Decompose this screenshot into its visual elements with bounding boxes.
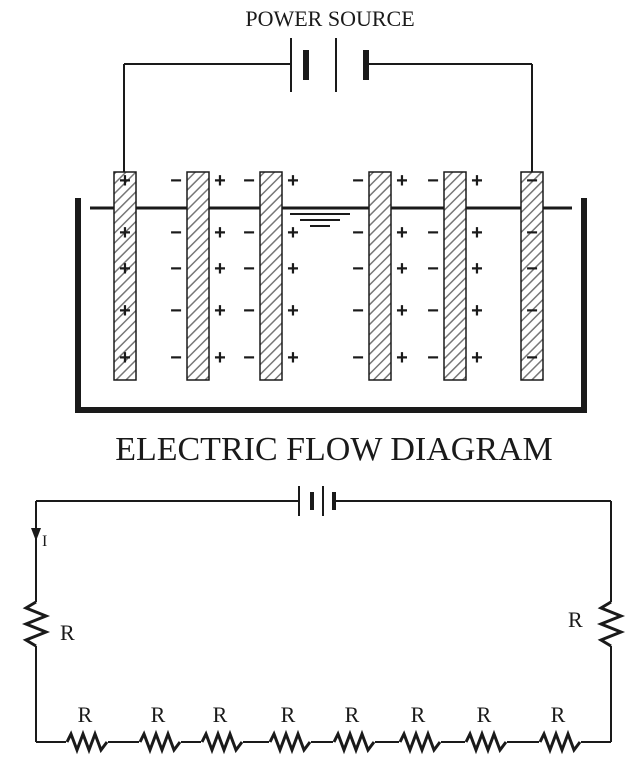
plate-positive-sign: +	[214, 300, 226, 322]
plate-negative-sign: −	[352, 258, 364, 280]
cathode-electrode	[520, 171, 544, 381]
resistor-label: R	[411, 702, 426, 727]
bipolar-plate-3	[368, 171, 392, 381]
bipolar-plate-1	[186, 171, 210, 381]
anode-electrode	[113, 171, 137, 381]
cathode-charge-sign: −	[526, 170, 538, 192]
power-source-battery	[123, 38, 533, 172]
plate-negative-sign: −	[427, 300, 439, 322]
plate-negative-sign: −	[243, 222, 255, 244]
power-source-label: POWER SOURCE	[245, 6, 414, 31]
resistor	[268, 729, 312, 755]
current-label: I	[42, 533, 47, 550]
anode-charge-sign: +	[119, 347, 131, 369]
plate-positive-sign: +	[287, 222, 299, 244]
resistor-label: R	[78, 702, 93, 727]
plate-positive-sign: +	[214, 347, 226, 369]
plate-positive-sign: +	[214, 258, 226, 280]
plate-negative-sign: −	[427, 222, 439, 244]
charge-signs: +−−+−+−+−++−−+−+−+−++−−+−+−+−++−−+−+−+−+…	[119, 170, 538, 369]
resistor-left	[21, 600, 51, 648]
cathode-charge-sign: −	[526, 347, 538, 369]
resistor-label: R	[151, 702, 166, 727]
anode-charge-sign: +	[119, 170, 131, 192]
circuit-wires	[35, 500, 612, 743]
plate-positive-sign: +	[471, 300, 483, 322]
plate-negative-sign: −	[170, 347, 182, 369]
plate-positive-sign: +	[396, 347, 408, 369]
cathode-charge-sign: −	[526, 222, 538, 244]
plate-negative-sign: −	[427, 258, 439, 280]
water-level-icon	[290, 213, 350, 227]
plate-positive-sign: +	[396, 300, 408, 322]
plate-negative-sign: −	[170, 300, 182, 322]
resistor-label: R	[568, 607, 583, 632]
plate-negative-sign: −	[352, 347, 364, 369]
electrolyte-tank	[75, 198, 587, 413]
cathode-charge-sign: −	[526, 258, 538, 280]
anode-charge-sign: +	[119, 300, 131, 322]
resistor	[65, 729, 109, 755]
cathode-charge-sign: −	[526, 300, 538, 322]
plate-negative-sign: −	[427, 170, 439, 192]
resistor	[538, 729, 582, 755]
plate-negative-sign: −	[170, 170, 182, 192]
plate-negative-sign: −	[243, 170, 255, 192]
plate-positive-sign: +	[287, 300, 299, 322]
resistor	[398, 729, 442, 755]
resistor	[332, 729, 376, 755]
resistor-label: R	[477, 702, 492, 727]
plate-negative-sign: −	[243, 347, 255, 369]
resistor-label: R	[281, 702, 296, 727]
plate-negative-sign: −	[170, 222, 182, 244]
plate-negative-sign: −	[352, 222, 364, 244]
plate-positive-sign: +	[471, 222, 483, 244]
anode-charge-sign: +	[119, 258, 131, 280]
plate-negative-sign: −	[352, 300, 364, 322]
plate-positive-sign: +	[471, 170, 483, 192]
plate-positive-sign: +	[287, 170, 299, 192]
plate-positive-sign: +	[214, 222, 226, 244]
current-arrow-icon	[31, 528, 41, 541]
plate-negative-sign: −	[170, 258, 182, 280]
resistor	[138, 729, 182, 755]
plate-positive-sign: +	[287, 347, 299, 369]
plate-positive-sign: +	[471, 258, 483, 280]
plate-positive-sign: +	[396, 222, 408, 244]
resistor	[200, 729, 244, 755]
plate-positive-sign: +	[396, 170, 408, 192]
bipolar-plate-2	[259, 171, 283, 381]
plate-negative-sign: −	[427, 347, 439, 369]
resistor-label: R	[345, 702, 360, 727]
resistor-label: R	[213, 702, 228, 727]
circuit-battery	[298, 486, 336, 516]
plate-negative-sign: −	[352, 170, 364, 192]
plate-negative-sign: −	[243, 300, 255, 322]
resistor-label: R	[60, 620, 75, 645]
plate-positive-sign: +	[214, 170, 226, 192]
anode-charge-sign: +	[119, 222, 131, 244]
plate-positive-sign: +	[287, 258, 299, 280]
bipolar-plate-4	[443, 171, 467, 381]
plate-positive-sign: +	[396, 258, 408, 280]
plate-positive-sign: +	[471, 347, 483, 369]
diagram-title: ELECTRIC FLOW DIAGRAM	[115, 431, 553, 468]
resistor-right	[596, 600, 626, 648]
resistor	[464, 729, 508, 755]
resistor-label: R	[551, 702, 566, 727]
plate-negative-sign: −	[243, 258, 255, 280]
